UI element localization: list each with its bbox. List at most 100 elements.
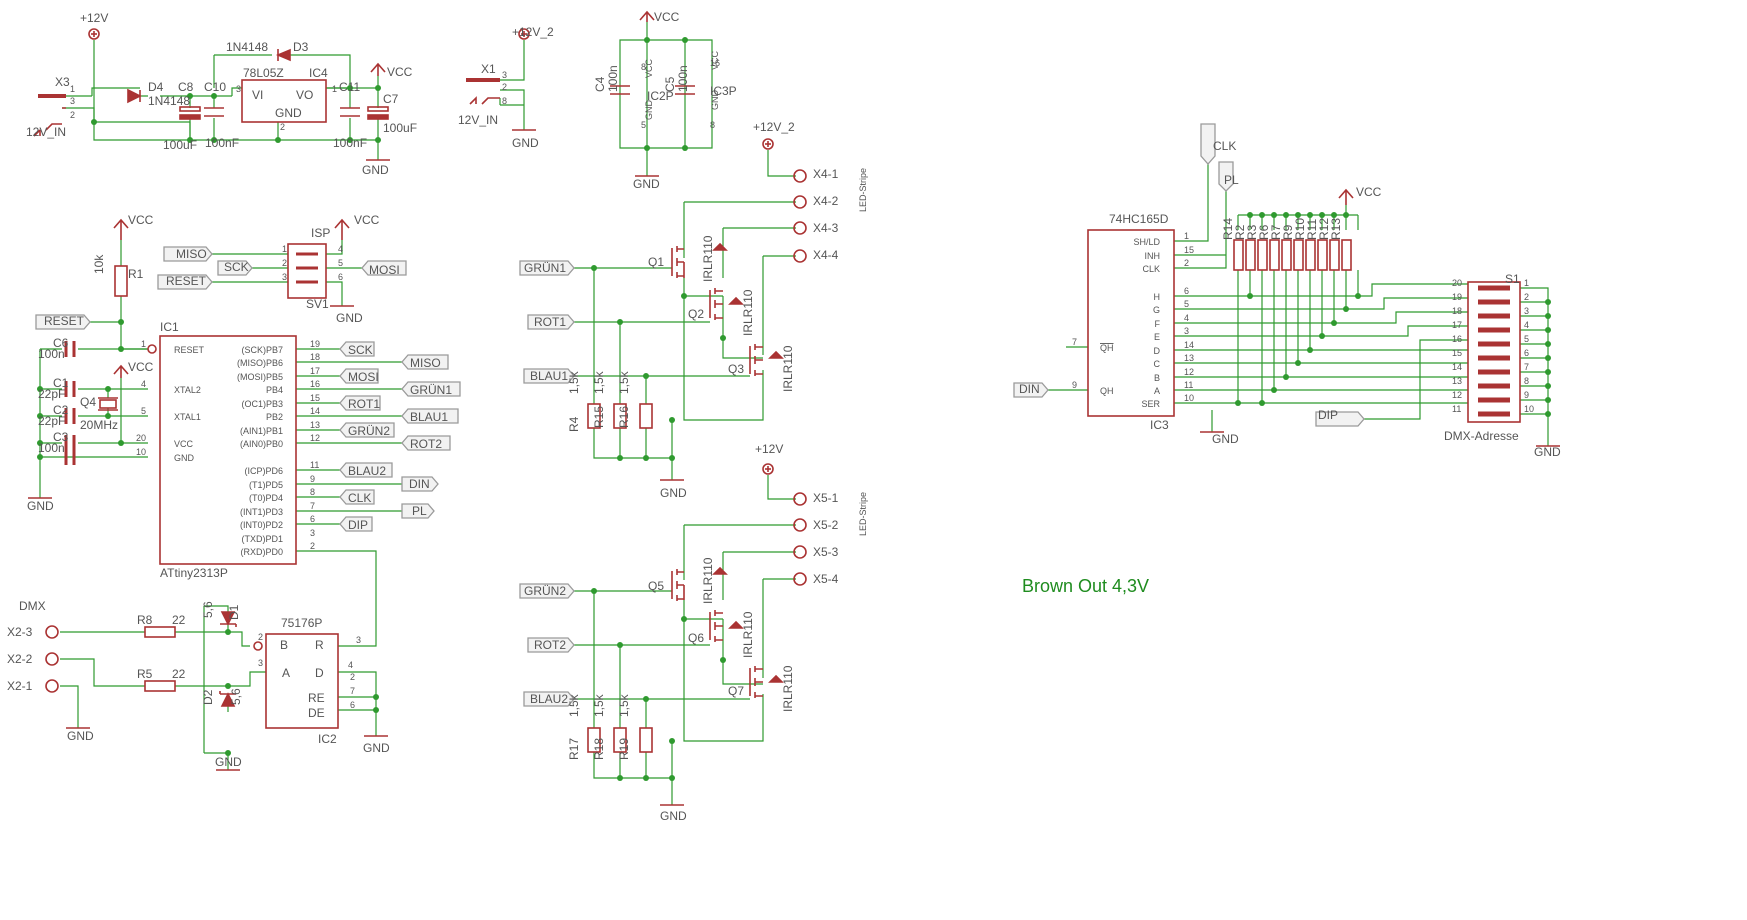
part-label-134: R12 bbox=[1317, 218, 1331, 240]
ic1-signal-label-0: SCK bbox=[348, 343, 373, 357]
ic1-pin-num-l4: 10 bbox=[136, 447, 146, 457]
mosfet-label-1: IRLR110 bbox=[741, 289, 755, 336]
ic3-pin-num-l0: 7 bbox=[1072, 337, 1077, 347]
part-label-59: Q7 bbox=[728, 684, 744, 698]
part-label-31: IC2P bbox=[647, 89, 674, 103]
ic1-signal-label-10: DIP bbox=[348, 518, 368, 532]
part-label-22: X1 bbox=[481, 62, 496, 76]
pin-number-4: 2 bbox=[280, 122, 285, 132]
ic3-pin-num-r0: 1 bbox=[1184, 231, 1189, 241]
pin-number-26: 7 bbox=[350, 686, 355, 696]
part-label-8: 100nF bbox=[205, 136, 239, 150]
pin-number-3: 3 bbox=[236, 84, 241, 94]
part-label-68: R19 bbox=[617, 738, 631, 760]
part-label-28: 100n bbox=[606, 65, 620, 92]
ic3-pin-name-r4: G bbox=[1153, 305, 1160, 315]
ic3-pin-name-l0: QH bbox=[1100, 343, 1114, 353]
ic1-pin-num-l0: 1 bbox=[141, 339, 146, 349]
part-label-32: IC3P bbox=[710, 84, 737, 98]
part-label-48: R4 bbox=[567, 416, 581, 432]
part-label-105: 22 bbox=[172, 667, 186, 681]
ic3-pin-name-r3: H bbox=[1154, 292, 1161, 302]
ic1-signal-label-1: MISO bbox=[410, 356, 441, 370]
part-label-110: 5,6 bbox=[229, 688, 243, 705]
part-label-33: GND bbox=[633, 177, 660, 191]
pin-number-17: 1 bbox=[282, 244, 287, 254]
s1-pin-right-6: 7 bbox=[1524, 362, 1529, 372]
pin-number-1: 3 bbox=[70, 96, 75, 106]
part-label-131: R9 bbox=[1281, 224, 1295, 240]
part-label-103: 22 bbox=[172, 613, 186, 627]
part-label-98: DMX bbox=[19, 599, 46, 613]
s1-pin-left-4: 16 bbox=[1452, 334, 1462, 344]
ic1-pin-num-l3: 20 bbox=[136, 433, 146, 443]
part-label-56: X5-4 bbox=[813, 572, 839, 586]
part-label-138: GND bbox=[1212, 432, 1239, 446]
part-label-116: R bbox=[315, 638, 324, 652]
s1-pin-left-9: 11 bbox=[1452, 404, 1461, 414]
part-label-1: D4 bbox=[148, 80, 164, 94]
part-label-52: +12V bbox=[755, 442, 783, 456]
ic1-signal-label-5: BLAU1 bbox=[410, 410, 448, 424]
part-label-81: RESET bbox=[44, 314, 85, 328]
ic1-pin-num-r7: 12 bbox=[310, 433, 320, 443]
part-label-67: R18 bbox=[592, 738, 606, 760]
ic1-pin-num-r14: 2 bbox=[310, 541, 315, 551]
pin-number-14: VCC bbox=[710, 50, 720, 70]
pin-number-13: VCC bbox=[644, 58, 654, 78]
part-label-130: R7 bbox=[1269, 224, 1283, 240]
part-label-106: GND bbox=[67, 729, 94, 743]
ic1-pin-num-l2: 5 bbox=[141, 406, 146, 416]
part-label-4: C10 bbox=[204, 80, 226, 94]
part-label-90: Q4 bbox=[80, 395, 96, 409]
ic3-pin-num-r2: 2 bbox=[1184, 258, 1189, 268]
ic1-pin-name-r11: (INT1)PD3 bbox=[240, 507, 283, 517]
part-label-117: A bbox=[282, 666, 290, 680]
part-label-93: GND bbox=[27, 499, 54, 513]
ic1-pin-name-r3: PB4 bbox=[266, 385, 283, 395]
pin-number-12: 8 bbox=[710, 120, 715, 130]
pin-number-19: 3 bbox=[282, 272, 287, 282]
pin-number-24: 3 bbox=[258, 658, 263, 668]
s1-pin-left-0: 20 bbox=[1452, 278, 1462, 288]
part-label-124: IC3 bbox=[1150, 418, 1169, 432]
pin-number-25: 4 bbox=[348, 660, 353, 670]
ic3-pin-name-r9: B bbox=[1154, 373, 1160, 383]
pin-number-15: GND bbox=[644, 100, 654, 121]
part-label-61: ROT2 bbox=[534, 638, 566, 652]
pin-number-23: 2 bbox=[258, 632, 263, 642]
ic1-pin-num-r3: 16 bbox=[310, 379, 320, 389]
pin-number-5: 1 bbox=[332, 84, 337, 94]
part-label-76: ISP bbox=[311, 226, 330, 240]
part-label-115: B bbox=[280, 638, 288, 652]
part-label-109: D2 bbox=[201, 689, 215, 705]
pin-number-16: GND bbox=[710, 90, 720, 111]
s1-pin-left-1: 19 bbox=[1452, 292, 1462, 302]
part-label-11: 1N4148 bbox=[226, 40, 268, 54]
ic1-pin-num-r6: 13 bbox=[310, 420, 320, 430]
ic3-pin-name-r10: A bbox=[1154, 386, 1160, 396]
part-label-91: 20MHz bbox=[80, 418, 118, 432]
s1-pin-right-9: 10 bbox=[1524, 404, 1534, 414]
part-label-139: S1 bbox=[1505, 272, 1520, 286]
part-label-95: ATtiny2313P bbox=[160, 566, 228, 580]
part-label-42: GRÜN1 bbox=[524, 261, 566, 275]
s1-pin-right-4: 5 bbox=[1524, 334, 1529, 344]
part-label-9: 100nF bbox=[333, 136, 367, 150]
ic1-signal-label-4: ROT1 bbox=[348, 397, 380, 411]
part-label-51: GND bbox=[660, 486, 687, 500]
part-label-129: R6 bbox=[1257, 224, 1271, 240]
part-label-15: VI bbox=[252, 88, 263, 102]
ic1-pin-name-r12: (INT0)PD2 bbox=[240, 520, 283, 530]
ic1-pin-num-r10: 8 bbox=[310, 487, 315, 497]
part-label-66: R17 bbox=[567, 738, 581, 760]
ic1-pin-name-r4: (OC1)PB3 bbox=[241, 399, 283, 409]
ic1-pin-name-r6: (AIN1)PB1 bbox=[240, 426, 283, 436]
part-label-100: X2-2 bbox=[7, 652, 33, 666]
part-label-35: X4-1 bbox=[813, 167, 839, 181]
pin-number-27: 6 bbox=[350, 700, 355, 710]
part-label-64: 1,5k bbox=[592, 693, 606, 717]
part-label-137: DIP bbox=[1318, 408, 1338, 422]
part-label-108: D1 bbox=[227, 604, 241, 620]
